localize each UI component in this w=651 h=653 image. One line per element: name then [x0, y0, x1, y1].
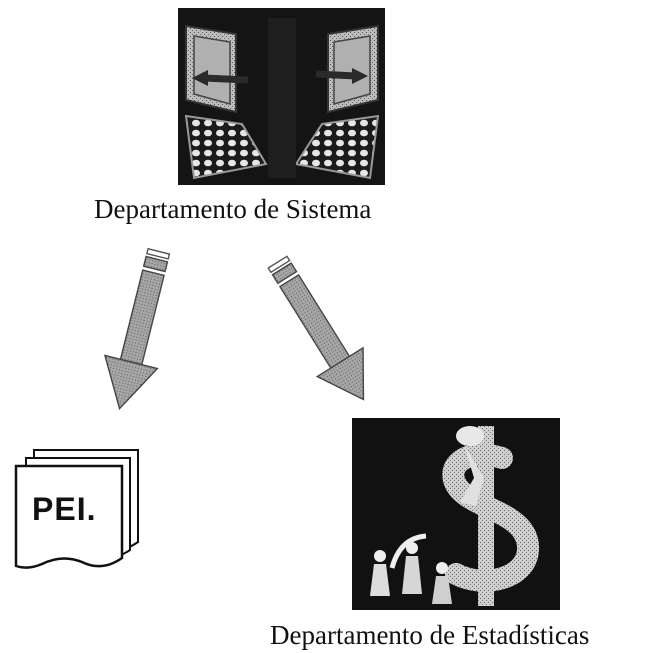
arrow-to-pei — [103, 247, 171, 410]
estadisticas-department-label: Departamento de Estadísticas — [270, 620, 590, 650]
sistema-department-label: Departamento de Sistema — [94, 194, 372, 224]
networked-computers-icon — [178, 8, 385, 185]
estadisticas-image — [352, 418, 560, 610]
computers-image — [178, 8, 385, 185]
pei-label: PEI. — [32, 491, 96, 527]
document-stack-icon: PEI. — [14, 449, 139, 569]
dollar-sign-people-icon — [352, 418, 560, 610]
arrow-to-estadisticas — [267, 255, 365, 401]
